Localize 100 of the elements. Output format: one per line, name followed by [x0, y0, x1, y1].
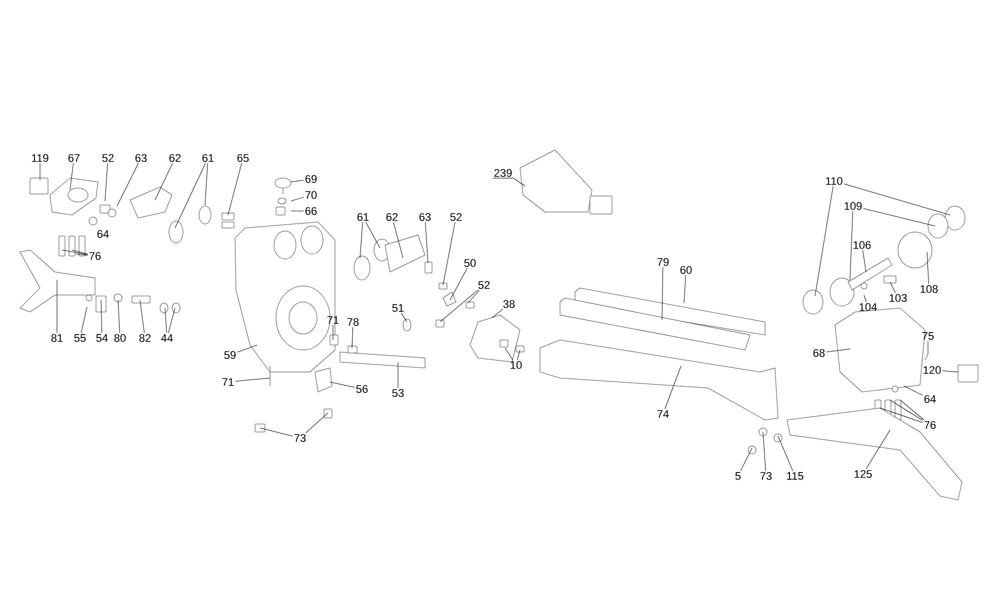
leader-line [662, 266, 664, 320]
callout-number: 79 [657, 258, 669, 266]
leader-line [366, 222, 380, 248]
leader-line [332, 324, 334, 340]
callout-number: 73 [760, 472, 772, 480]
callout-number: 239 [494, 169, 512, 177]
leader-line [864, 294, 867, 302]
callout-number: 50 [464, 259, 476, 267]
callout-number: 71 [327, 316, 339, 324]
callout-number: 60 [680, 266, 692, 274]
callout-number: 5 [735, 472, 741, 480]
callout-number: 67 [68, 154, 80, 162]
leader-line [174, 162, 206, 228]
callout-number: 61 [357, 213, 369, 221]
leader-line [228, 162, 242, 216]
leader-line [70, 162, 74, 190]
leader-line [393, 222, 404, 258]
callout-number: 62 [169, 154, 181, 162]
callout-number: 53 [392, 389, 404, 397]
callout-number: 55 [74, 334, 86, 342]
leader-line [425, 222, 428, 264]
leader-line [468, 290, 480, 304]
leader-line [305, 412, 328, 434]
callout-number: 78 [347, 318, 359, 326]
callout-number: 69 [305, 175, 317, 183]
leader-line [762, 432, 766, 472]
leader-line [942, 370, 958, 372]
leader-line [290, 180, 304, 182]
leader-line [442, 222, 456, 286]
leader-line [850, 210, 854, 280]
callout-number: 125 [854, 470, 872, 478]
leader-line [862, 250, 866, 272]
callout-number: 110 [826, 177, 842, 185]
leader-line [330, 382, 355, 388]
leader-line [140, 300, 145, 334]
leader-line [926, 252, 929, 284]
callout-number: 44 [161, 334, 173, 342]
leader-line [450, 268, 468, 300]
leader-line [100, 300, 102, 334]
leader-line [235, 378, 270, 382]
leader-line [778, 436, 794, 472]
leader-line [401, 312, 408, 322]
callout-number: 106 [854, 241, 871, 249]
callout-number: 52 [102, 154, 114, 162]
leader-line [80, 306, 88, 334]
leader-line [492, 308, 504, 318]
leader-line [684, 274, 686, 304]
callout-number: 76 [89, 252, 101, 260]
callout-number: 120 [924, 366, 941, 374]
callout-number: 51 [392, 304, 404, 312]
leader-line [814, 186, 834, 296]
leader-line [844, 184, 950, 216]
leader-line [116, 162, 139, 206]
callout-number: 104 [860, 303, 877, 311]
leader-line [164, 308, 167, 334]
callout-number: 81 [51, 334, 63, 342]
leader-line [290, 196, 304, 202]
leader-line [260, 428, 293, 436]
leader-line [492, 178, 526, 186]
leader-line [62, 250, 88, 255]
leader-line [118, 300, 120, 334]
leader-line [168, 308, 176, 334]
callout-number: 59 [224, 351, 236, 359]
callout-number: 68 [813, 349, 825, 357]
callout-number: 64 [924, 395, 936, 403]
leader-line [866, 430, 890, 470]
callout-number: 115 [787, 472, 804, 480]
leader-line [72, 250, 88, 254]
callout-number: 75 [922, 332, 934, 340]
callout-number: 54 [96, 334, 108, 342]
callout-number: 62 [386, 213, 398, 221]
leader-line [204, 162, 208, 206]
leader-line [56, 280, 58, 334]
callout-number: 108 [920, 285, 938, 293]
leader-line [900, 400, 924, 420]
callout-number: 82 [139, 334, 151, 342]
leader-line [890, 282, 896, 294]
leader-line [440, 290, 478, 322]
callout-number: 64 [97, 230, 109, 238]
callout-number: 38 [503, 300, 515, 308]
leader-line [904, 386, 923, 396]
callout-number: 80 [114, 334, 126, 342]
callout-number: 76 [924, 421, 936, 429]
leader-line [880, 408, 923, 423]
callout-number: 109 [844, 202, 862, 210]
callout-number: 63 [419, 213, 431, 221]
leader-line [360, 222, 363, 258]
callout-number: 10 [510, 361, 522, 369]
leader-line [504, 348, 513, 360]
callout-number: 61 [202, 154, 214, 162]
leader-line [517, 350, 520, 360]
leader-line [290, 210, 304, 212]
callout-number: 73 [294, 434, 306, 442]
callout-number: 71 [222, 378, 234, 386]
callout-number: 56 [356, 385, 368, 393]
leader-line [863, 208, 936, 226]
callout-number: 52 [450, 213, 462, 221]
leader-line [740, 448, 752, 472]
leader-line [664, 366, 682, 410]
callout-number: 70 [305, 191, 317, 199]
